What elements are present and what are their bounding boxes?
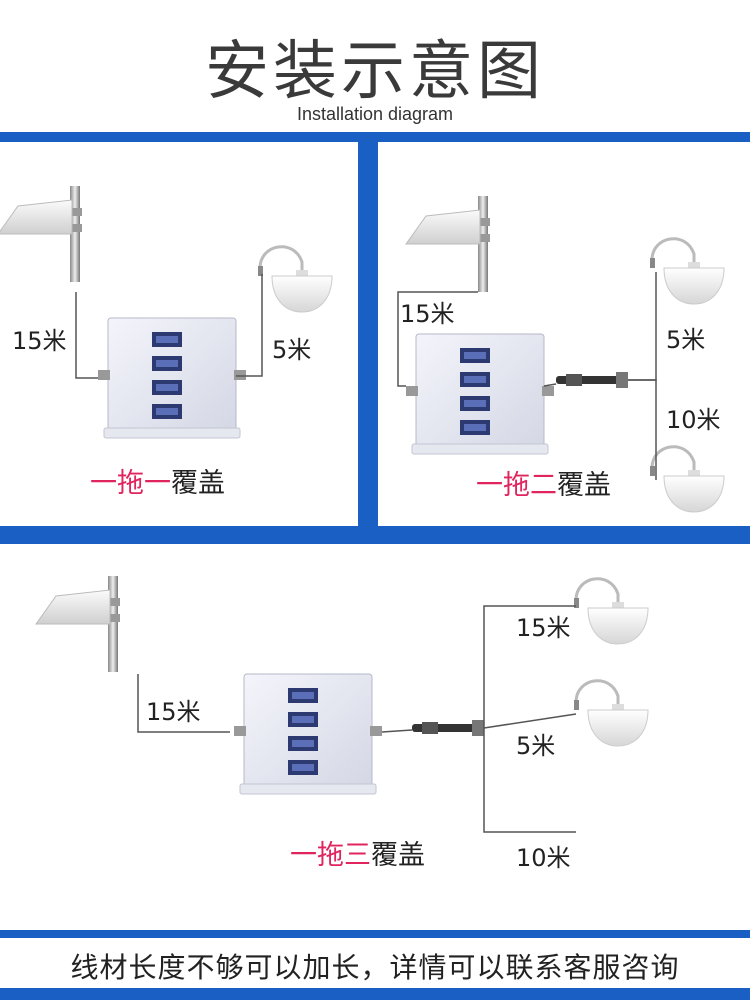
- indoor-antenna-icon: [648, 237, 726, 306]
- cable-outdoor: [75, 292, 98, 379]
- caption-one-to-two: 一拖二覆盖: [476, 470, 611, 501]
- cable-length-indoor-2: 10米: [666, 406, 721, 434]
- panel-one-to-two: 15米 5米 10米 一拖二覆盖: [378, 142, 750, 526]
- panel-one-to-one-diagram: 15米 5米 一拖一覆盖: [0, 185, 334, 499]
- diagram-subtitle: Installation diagram: [296, 104, 454, 124]
- cable-outdoor: [397, 291, 478, 387]
- signal-booster-icon: [405, 333, 555, 455]
- cable-indoor-3: [483, 728, 576, 833]
- panel-one-to-three-diagram: 15米 15米 5米 10米 一拖三覆盖: [35, 575, 650, 872]
- signal-booster-icon: [97, 317, 247, 439]
- indoor-antenna-icon: [648, 445, 726, 514]
- cable-length-outdoor: 15米: [12, 327, 67, 355]
- cable-length-outdoor: 15米: [146, 698, 201, 726]
- cable-indoor-2: [483, 713, 577, 729]
- diagram-title: 安装示意图: [205, 35, 545, 109]
- splitter-icon: [556, 372, 628, 388]
- panel-one-to-three: 15米 15米 5米 10米 一拖三覆盖: [0, 544, 750, 930]
- panel-one-to-two-diagram: 15米 5米 10米 一拖二覆盖: [397, 195, 726, 514]
- cable-indoor-2: [628, 379, 657, 480]
- indoor-antenna-icon: [572, 679, 650, 748]
- cable-booster-splitter: [381, 729, 413, 733]
- title-area: 安装示意图 Installation diagram: [0, 0, 750, 132]
- cable-length-indoor-2: 5米: [516, 732, 555, 760]
- cable-outdoor: [137, 674, 230, 733]
- cable-length-outdoor: 15米: [400, 300, 455, 328]
- outdoor-antenna-icon: [35, 575, 121, 673]
- indoor-antenna-icon: [572, 577, 650, 646]
- cable-length-indoor-1: 5米: [272, 336, 311, 364]
- cable-indoor: [236, 274, 263, 377]
- cable-length-indoor-1: 5米: [666, 326, 705, 354]
- cable-length-indoor-3: 10米: [516, 844, 571, 872]
- panel-one-to-one: 15米 5米 一拖一覆盖: [0, 142, 358, 526]
- footer-text: 线材长度不够可以加长，详情可以联系客服咨询: [70, 951, 680, 984]
- outdoor-antenna-icon: [0, 185, 83, 283]
- indoor-antenna-icon: [256, 245, 334, 314]
- caption-one-to-three: 一拖三覆盖: [290, 840, 425, 871]
- footer-note: 线材长度不够可以加长，详情可以联系客服咨询: [0, 938, 750, 988]
- outdoor-antenna-icon: [405, 195, 491, 293]
- caption-one-to-one: 一拖一覆盖: [90, 468, 225, 499]
- cable-length-indoor-1: 15米: [516, 614, 571, 642]
- cable-booster-splitter: [543, 383, 557, 387]
- splitter-icon: [412, 720, 484, 736]
- signal-booster-icon: [233, 673, 383, 795]
- cable-indoor-1: [483, 605, 576, 728]
- cable-indoor-1: [628, 272, 657, 381]
